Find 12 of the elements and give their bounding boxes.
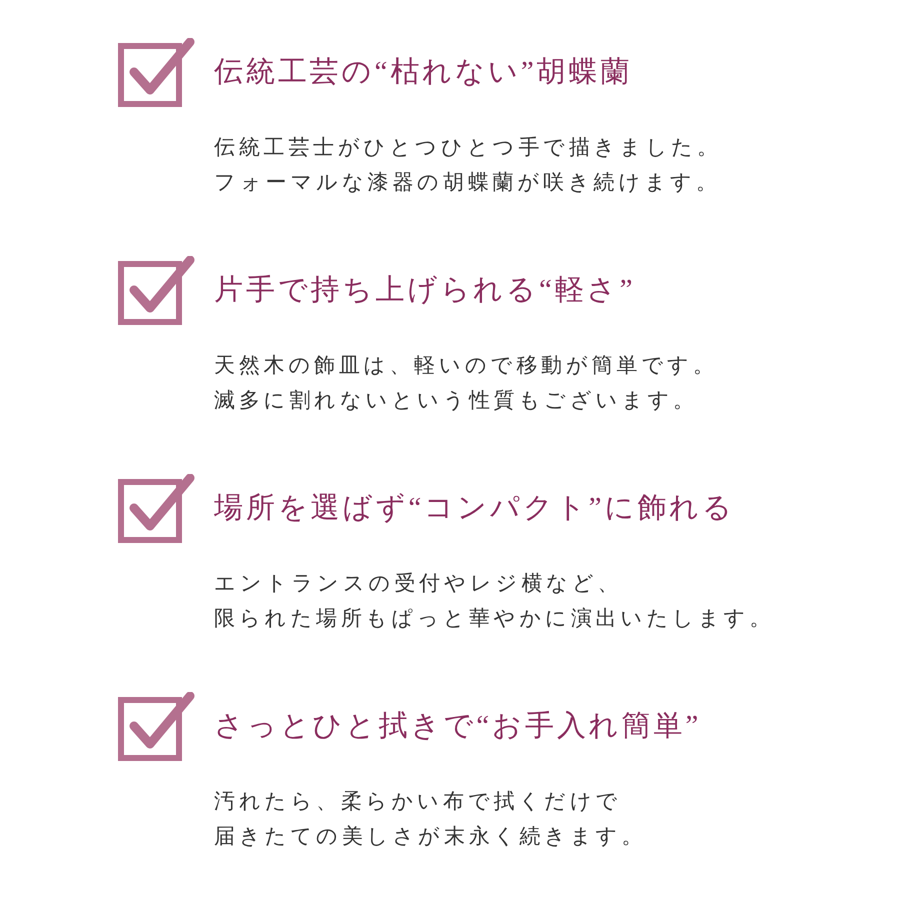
description-text: フォーマルな漆器の胡蝶蘭が咲き続けます。 <box>214 169 721 196</box>
description-text: 届きたての美しさが末永く続きます。 <box>214 823 646 850</box>
heading: さっとひと拭きで“お手入れ簡単” <box>214 709 702 744</box>
description-text: 伝統工芸士がひとつひとつ手で描きました。 <box>214 134 722 161</box>
description-text: 滅多に割れないという性質もございます。 <box>214 387 698 414</box>
heading: 伝統工芸の“枯れない”胡蝶蘭 <box>214 55 632 90</box>
description-text: 限られた場所もぱっと華やかに演出いたします。 <box>214 605 774 632</box>
description-text: エントランスの受付やレジ横など、 <box>214 570 622 597</box>
description-text: 天然木の飾皿は、軽いので移動が簡単です。 <box>214 352 718 379</box>
heading: 片手で持ち上げられる“軽さ” <box>214 273 636 308</box>
description-text: 汚れたら、柔らかい布で拭くだけで <box>214 788 622 815</box>
heading: 場所を選ばず“コンパクト”に飾れる <box>214 491 736 526</box>
